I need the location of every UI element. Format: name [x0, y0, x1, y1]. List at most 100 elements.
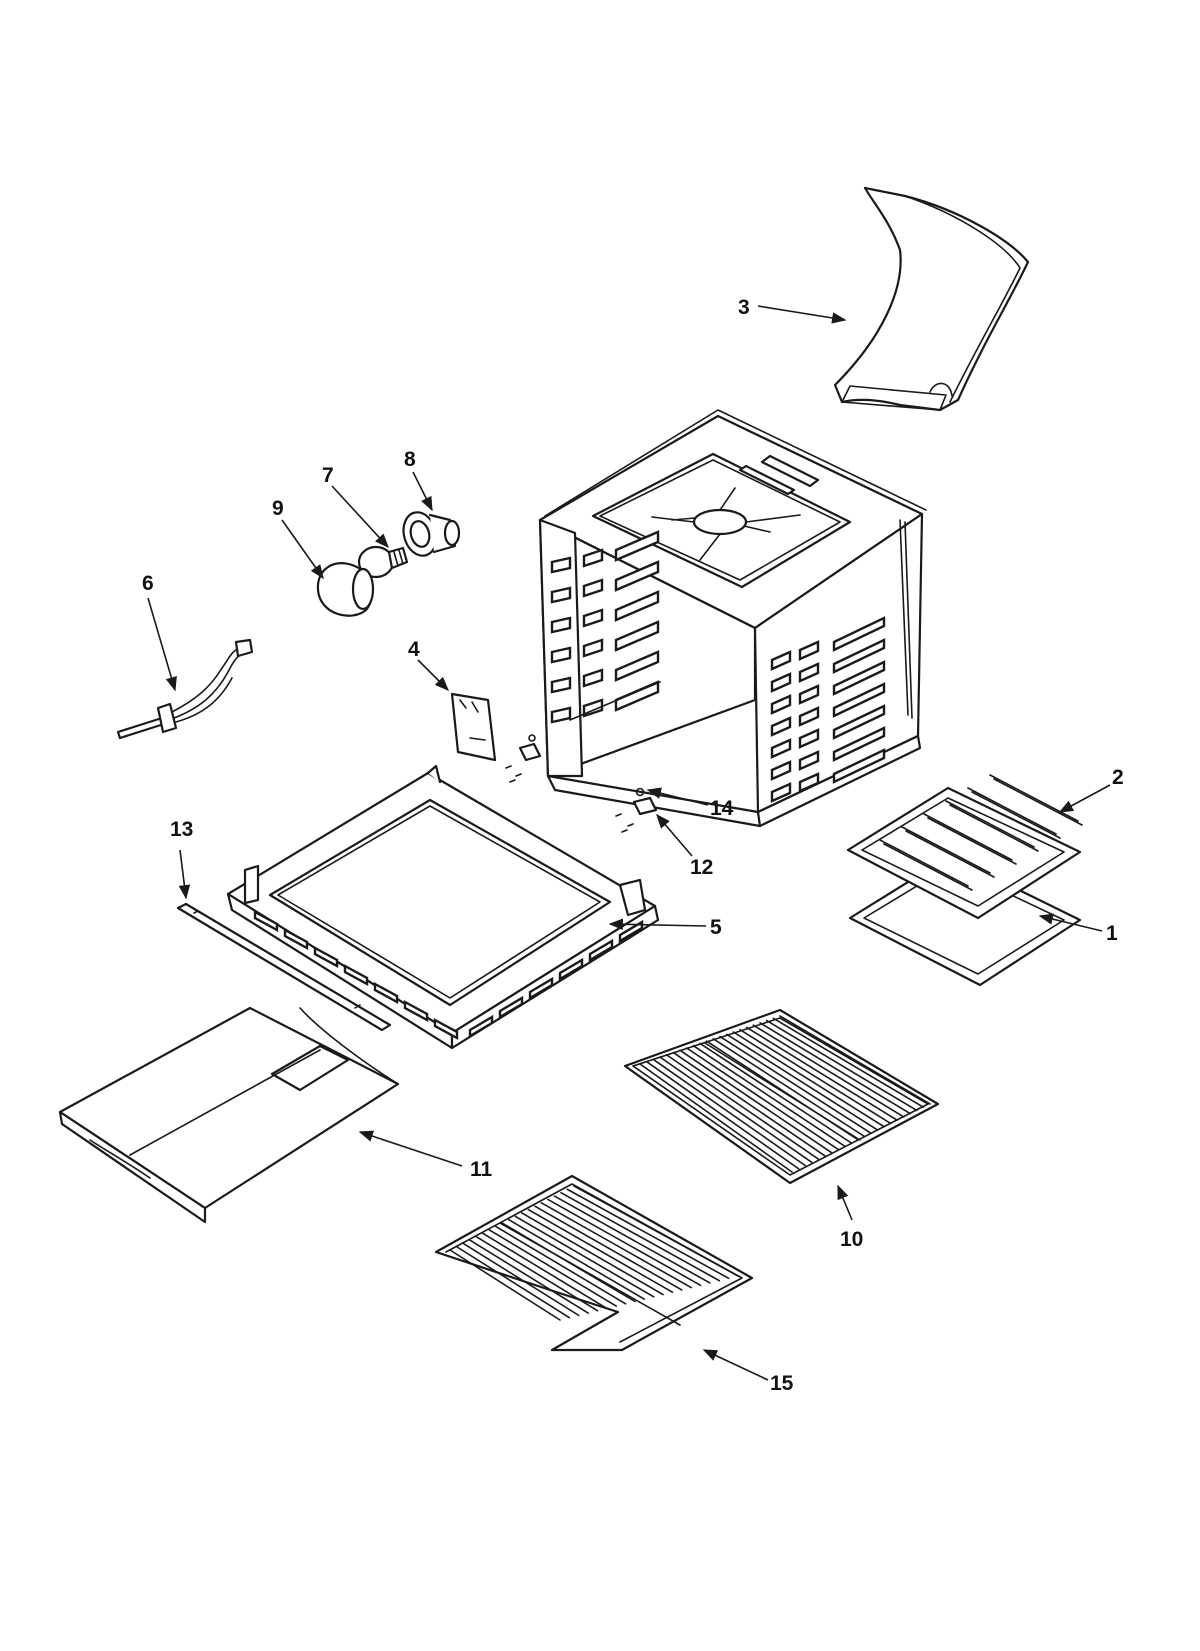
callout-8: 8 [404, 448, 416, 471]
part-oven-rack [623, 1008, 940, 1185]
wall-slot [798, 662, 820, 683]
wall-slot [770, 716, 792, 737]
rack-wire [514, 1215, 655, 1298]
grid-rib [945, 800, 1035, 848]
rack-wire [725, 1033, 879, 1131]
callout-2: 2 [1112, 766, 1124, 789]
wall-slot [832, 660, 886, 696]
part-offset-rack [434, 1174, 754, 1352]
wall-slot [582, 638, 604, 658]
rack-wire [462, 1242, 580, 1317]
part-bottom-panel [58, 1006, 400, 1224]
leader-3 [757, 305, 847, 324]
rack-wire [534, 1205, 683, 1291]
grid-rib [927, 817, 1017, 865]
wall-slot [798, 640, 820, 661]
callout-12: 12 [690, 856, 713, 879]
part-bracket [450, 692, 497, 762]
grid-rib [971, 791, 1061, 839]
leader-7 [331, 485, 389, 549]
rack-wire [772, 1017, 925, 1109]
wall-slot [770, 672, 792, 693]
rack-crossbar [499, 1222, 681, 1326]
leader-1 [1038, 913, 1103, 932]
grid-rib [901, 826, 991, 874]
part-light-bulb [357, 545, 409, 579]
rack-wire [560, 1191, 721, 1282]
part-lamp-lens [316, 562, 375, 617]
grid-rib [949, 804, 1039, 852]
frame-slot [373, 981, 399, 1005]
rack-wire [475, 1235, 599, 1312]
rack-wire [468, 1239, 589, 1314]
leader-2 [1058, 784, 1111, 813]
grid-rib [883, 843, 973, 891]
rack-wire [547, 1198, 702, 1287]
grid-rib [879, 839, 969, 887]
wall-slot [550, 706, 572, 724]
wall-slot [770, 760, 792, 781]
callout-3: 3 [738, 296, 750, 319]
frame-slot [498, 995, 524, 1020]
callout-6: 6 [142, 572, 154, 595]
callout-1: 1 [1106, 922, 1118, 945]
part-door-frame [226, 764, 660, 1050]
rack-wire [639, 1063, 793, 1173]
grid-rib [967, 787, 1057, 835]
rack-wire [540, 1202, 692, 1289]
callout-15: 15 [770, 1372, 794, 1395]
wall-slot [832, 748, 886, 784]
cavity-right-wall-slots [770, 616, 886, 803]
wall-slot [832, 638, 886, 674]
rack-wire [566, 1188, 730, 1280]
rack-wire [449, 1249, 561, 1321]
rack-wire [652, 1058, 806, 1167]
frame-slot [313, 945, 339, 969]
rack-wire [520, 1212, 664, 1296]
grid-rib [923, 813, 1013, 861]
wall-slot [832, 682, 886, 718]
leader-8 [412, 471, 433, 512]
wall-slot [798, 684, 820, 705]
rack-wire [685, 1047, 839, 1151]
wall-slot [550, 676, 572, 694]
leader-4 [417, 659, 450, 692]
rack-wire [573, 1185, 739, 1277]
callout-13: 13 [170, 818, 193, 841]
part-temperature-sensor [116, 638, 254, 740]
rack-wire [488, 1228, 618, 1307]
rack-wire [455, 1245, 571, 1319]
leader-13 [178, 849, 191, 900]
callout-labels: 3 8 7 9 6 4 2 14 12 13 5 1 11 10 15 [142, 296, 1124, 1395]
rack-wire [494, 1225, 627, 1305]
wall-slot [770, 738, 792, 759]
rack-wire [712, 1038, 866, 1138]
frame-slot [433, 1017, 459, 1041]
frame-slot [618, 919, 644, 944]
wall-slot [550, 586, 572, 604]
wall-slot [798, 728, 820, 749]
cavity-left-wall-slots [550, 530, 661, 724]
rack-crossbar [704, 1042, 861, 1141]
leader-15 [702, 1349, 769, 1381]
callout-14: 14 [710, 797, 734, 820]
wall-slot [550, 556, 572, 574]
grid-rib [993, 778, 1083, 826]
wall-slot [614, 530, 660, 562]
rack-wire [732, 1031, 885, 1128]
wall-slot [832, 704, 886, 740]
part-clip [615, 787, 658, 833]
leader-lines [147, 305, 1111, 1381]
rack-wire [739, 1028, 892, 1125]
wall-slot [582, 578, 604, 598]
leader-11 [358, 1130, 463, 1167]
wall-slot [582, 608, 604, 628]
rack-wire [692, 1044, 846, 1147]
leader-10 [837, 1184, 853, 1221]
frame-slot [588, 938, 614, 963]
part-lamp-socket [402, 511, 461, 557]
callout-9: 9 [272, 497, 284, 520]
callout-5: 5 [710, 916, 722, 939]
rack-wire [645, 1060, 800, 1170]
